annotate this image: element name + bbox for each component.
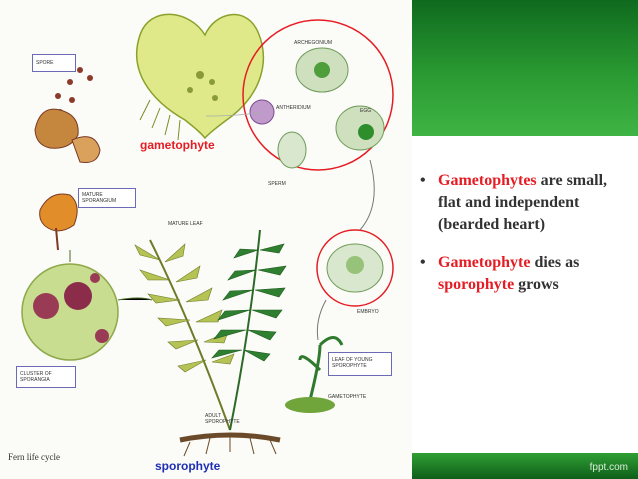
adult-sporophyte-label: ADULT SPOROPHYTE — [205, 413, 240, 425]
sporangia-cluster-circle — [21, 263, 119, 361]
mature-sporangium-label-box: MATURE SPORANGIUM — [78, 188, 136, 208]
brand-watermark: fppt.com — [589, 462, 628, 473]
archegonium-detail-circle — [242, 19, 394, 171]
cluster-of-sporangia-label-box: CLUSTER OF SPORANGIA — [16, 366, 76, 388]
bullet-item-1: • Gametophytes are small, flat and indep… — [418, 170, 630, 236]
bottom-green-band — [412, 453, 638, 479]
gametophyte-small-label: GAMETOPHYTE — [328, 394, 367, 400]
text-panel — [412, 136, 638, 453]
bullet-2-text-end: grows — [514, 276, 559, 293]
mature-leaf-label: MATURE LEAF — [168, 221, 203, 227]
embryo-label: EMBRYO — [357, 309, 379, 315]
bullet-item-2: • Gametophyte dies as sporophyte grows — [418, 252, 630, 296]
young-sporophyte-label-box: LEAF OF YOUNG SPOROPHYTE — [328, 352, 392, 376]
archegonium-label: ARCHEGONIUM — [294, 40, 333, 46]
rhizoids — [139, 99, 181, 141]
rhizome — [179, 432, 281, 443]
egg-label: EGG — [360, 108, 372, 114]
top-green-band — [412, 0, 638, 136]
figure-caption: Fern life cycle — [8, 452, 60, 462]
sporophyte-overlay-label: sporophyte — [155, 459, 221, 473]
spore-label-box: SPORE — [32, 54, 76, 72]
bullet-2-text-mid: dies as — [530, 254, 580, 271]
bullet-2-highlight-sporophyte: sporophyte — [438, 276, 515, 293]
bullet-icon: • — [420, 172, 426, 189]
young-sporophyte — [298, 336, 344, 401]
diagram-artwork — [21, 13, 394, 457]
dehiscing-sporangium — [34, 108, 79, 149]
cluster-of-sporangia-label: CLUSTER OF SPORANGIA — [20, 371, 52, 383]
bullet-2-highlight-gametophyte: Gametophyte — [438, 254, 531, 271]
gametophyte-overlay-label: gametophyte — [140, 138, 215, 152]
sperm-label: SPERM — [268, 181, 286, 187]
bullet-icon: • — [420, 254, 426, 271]
embryo-detail-circle — [316, 229, 394, 307]
fern-life-cycle-diagram: SPORE MATURE SPORANGIUM CLUSTER OF SPORA… — [8, 13, 394, 473]
green-frond-stem — [229, 229, 261, 431]
bullet-1-text: are small, flat and independent (bearded… — [438, 172, 608, 233]
bullet-list: • Gametophytes are small, flat and indep… — [418, 170, 630, 312]
antheridium-label: ANTHERIDIUM — [276, 105, 311, 111]
bullet-1-highlight: Gametophytes — [438, 172, 537, 189]
spore-label: SPORE — [36, 60, 54, 66]
young-sporophyte-label: LEAF OF YOUNG SPOROPHYTE — [332, 357, 373, 369]
mature-sporangium-label: MATURE SPORANGIUM — [82, 192, 117, 204]
mature-sporangium — [39, 193, 78, 232]
